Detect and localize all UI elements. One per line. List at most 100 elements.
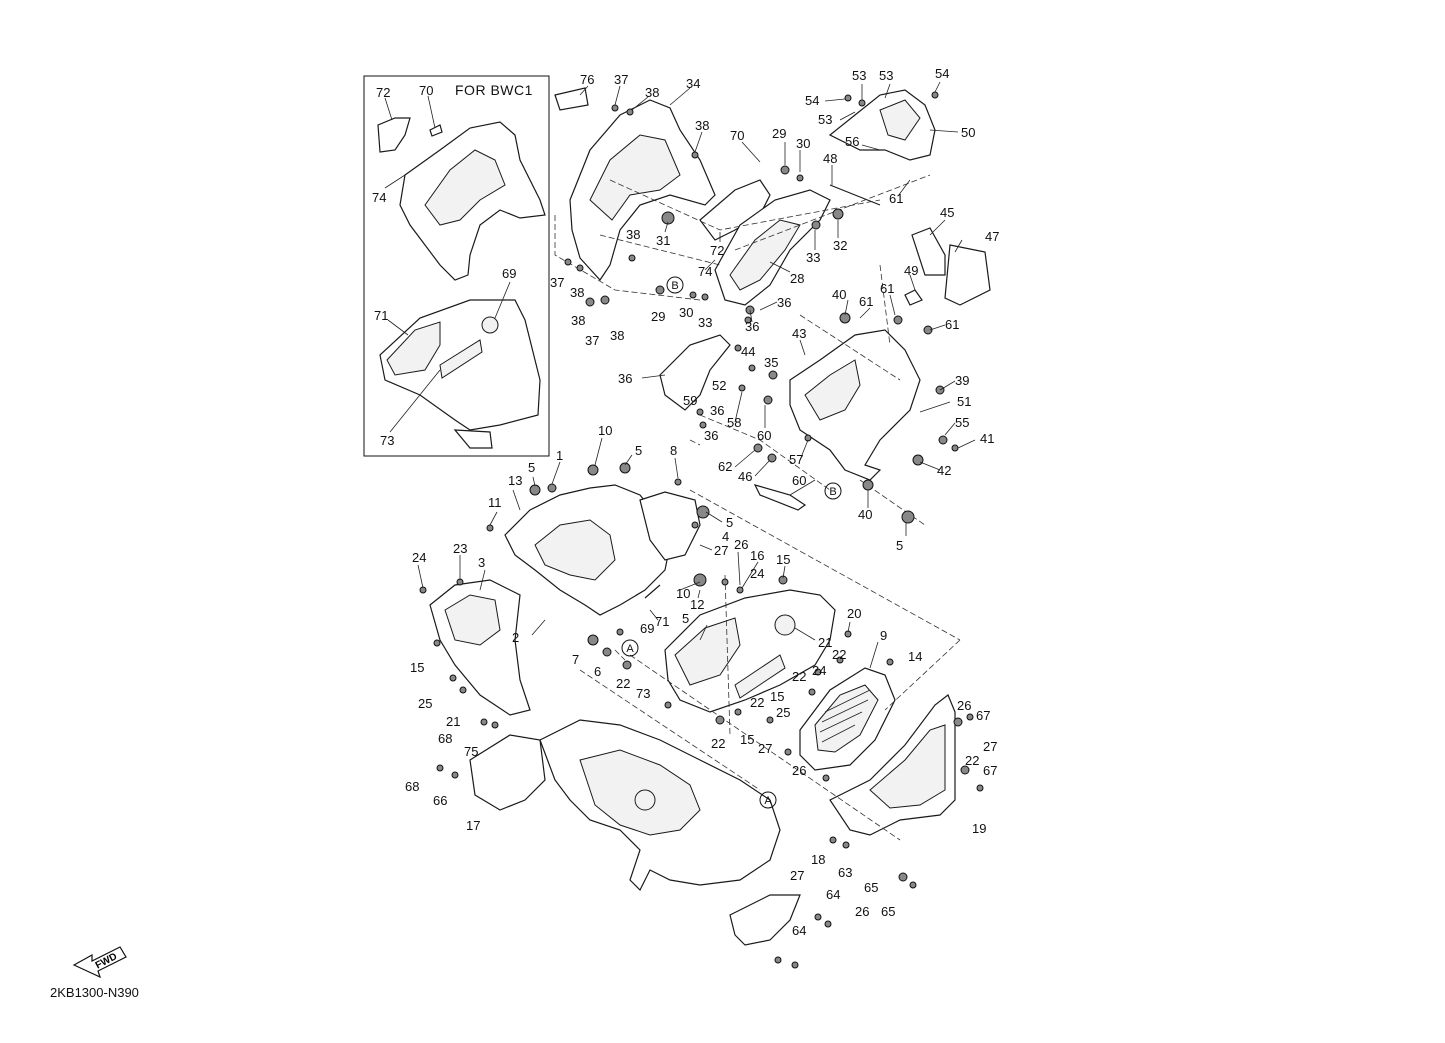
callout-72: 72 — [710, 243, 724, 258]
callout-20: 9 — [880, 628, 887, 643]
inset-leaders — [384, 95, 511, 433]
callout-51: 55 — [955, 415, 969, 430]
center-bracket-assembly — [659, 329, 921, 511]
inset-upper-cowl — [377, 117, 546, 281]
callout-53: 53 — [879, 68, 893, 83]
upper-cowl-assembly — [554, 87, 991, 306]
fwd-arrow-icon: FWD — [72, 946, 127, 979]
callout-22: 22 — [832, 647, 846, 662]
callout-30: 33 — [698, 315, 712, 330]
callout-74: 74 — [372, 190, 386, 205]
callout-7: 6 — [594, 664, 601, 679]
callout-15: 73 — [636, 686, 650, 701]
callout-5: 69 — [640, 621, 654, 636]
inset-lower-cowl — [379, 299, 541, 449]
callout-75: 27 — [983, 739, 997, 754]
ref-marker-b-upper: B — [666, 276, 684, 294]
callout-24: 24 — [412, 550, 426, 565]
callout-8: 5 — [528, 460, 535, 475]
callout-26: 65 — [881, 904, 895, 919]
callout-24: 15 — [410, 660, 424, 675]
drawing-code: 2KB1300-N390 — [50, 985, 139, 1000]
callout-26: 67 — [976, 708, 990, 723]
callout-47: 47 — [985, 229, 999, 244]
svg-text:B: B — [829, 486, 836, 498]
callout-22: 27 — [758, 741, 772, 756]
callout-27: 65 — [864, 880, 878, 895]
callout-38: 38 — [645, 85, 659, 100]
callout-29: 30 — [679, 305, 693, 320]
callout-26: 67 — [983, 763, 997, 778]
callout-27: 26 — [957, 698, 971, 713]
lower-right-cowl — [664, 589, 836, 713]
callout-13: 11 — [488, 495, 502, 510]
callout-65: 64 — [826, 887, 840, 902]
callout-36: 36 — [704, 428, 718, 443]
callout-6: 22 — [616, 676, 630, 691]
callout-69: 21 — [818, 635, 832, 650]
side-panel — [829, 694, 956, 836]
callout-65: 64 — [792, 923, 806, 938]
callout-54: 54 — [805, 93, 819, 108]
callout-17: 19 — [972, 821, 986, 836]
callout-33: 36 — [777, 295, 791, 310]
callout-37: 37 — [614, 72, 628, 87]
callout-59: 58 — [727, 415, 741, 430]
callout-19: 18 — [811, 852, 825, 867]
callout-55: 41 — [980, 431, 994, 446]
callout-61: 61 — [880, 281, 894, 296]
callout-73: 15 — [770, 689, 784, 704]
callout-38: 38 — [570, 285, 584, 300]
callout-11: 5 — [726, 515, 733, 530]
callout-36: 36 — [710, 403, 724, 418]
callout-67: 68 — [405, 779, 419, 794]
callout-35: 36 — [618, 371, 632, 386]
callout-15: 24 — [750, 566, 764, 581]
callout-71: 71 — [374, 308, 388, 323]
front-grille — [799, 667, 896, 771]
callout-56: 56 — [845, 134, 859, 149]
callout-30: 30 — [796, 136, 810, 151]
callout-72: 72 — [376, 85, 390, 100]
callout-26: 16 — [750, 548, 764, 563]
callout-60: 40 — [858, 507, 872, 522]
callout-66: 17 — [466, 818, 480, 833]
callout-22: 25 — [776, 705, 790, 720]
callout-53: 53 — [818, 112, 832, 127]
callout-40: 5 — [896, 538, 903, 553]
callout-32: 32 — [833, 238, 847, 253]
callout-5: 4 — [722, 529, 729, 544]
callout-68: 75 — [464, 744, 478, 759]
callout-71: 5 — [682, 611, 689, 626]
callout-39: 51 — [957, 394, 971, 409]
callout-25: 21 — [446, 714, 460, 729]
callout-5: 10 — [598, 423, 612, 438]
callout-41: 62 — [718, 459, 732, 474]
callout-16: 15 — [776, 552, 790, 567]
callout-10: 5 — [635, 443, 642, 458]
inset-title: FOR BWC1 — [455, 82, 533, 98]
fwd-label: FWD — [94, 951, 119, 971]
callout-42: 46 — [738, 469, 752, 484]
callout-24: 23 — [453, 541, 467, 556]
callout-38: 38 — [626, 227, 640, 242]
callout-36: 59 — [683, 393, 697, 408]
callout-73: 73 — [380, 433, 394, 448]
callout-21: 20 — [847, 606, 861, 621]
callout-28: 28 — [790, 271, 804, 286]
callout-22: 14 — [908, 649, 922, 664]
callout-44: 35 — [764, 355, 778, 370]
callout-63: 27 — [790, 868, 804, 883]
callout-64: 26 — [855, 904, 869, 919]
callout-37: 37 — [585, 333, 599, 348]
callout-69: 69 — [502, 266, 516, 281]
callout-labels: 72 70 74 69 71 73 76 37 38 34 38 70 29 3… — [372, 66, 999, 938]
callout-5: 8 — [670, 443, 677, 458]
callout-70: 70 — [419, 83, 433, 98]
callout-57: 42 — [937, 463, 951, 478]
callout-38: 29 — [651, 309, 665, 324]
callout-62: 57 — [789, 452, 803, 467]
callout-25: 25 — [418, 696, 432, 711]
callout-18: 63 — [838, 865, 852, 880]
callout-61: 43 — [792, 326, 806, 341]
